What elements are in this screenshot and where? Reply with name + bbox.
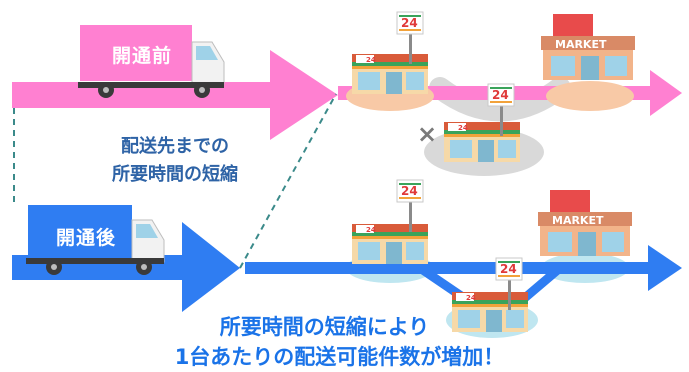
after-truck-chassis bbox=[26, 258, 164, 264]
pole-sign-text: 24 bbox=[500, 262, 517, 276]
truck-before-label: 開通前 bbox=[111, 45, 172, 67]
store-sign-text: 24 bbox=[466, 294, 476, 302]
bottom-caption-line2: 1台あたりの配送可能件数が増加！ bbox=[174, 345, 505, 369]
market-sign-text: MARKET bbox=[552, 214, 604, 227]
pole-sign-text: 24 bbox=[401, 16, 418, 30]
before-truck-cargo bbox=[80, 25, 192, 81]
before-market-area bbox=[546, 81, 634, 111]
before-arrow-main bbox=[12, 50, 338, 140]
after-truck-cargo bbox=[28, 205, 132, 257]
middle-caption-line1: 配送先までの bbox=[121, 136, 229, 157]
before-route-arrowhead bbox=[650, 70, 682, 116]
pole-sign-text: 24 bbox=[401, 184, 418, 198]
store-sign-text: 24 bbox=[458, 124, 468, 132]
detour-convenience-store bbox=[444, 122, 520, 162]
store-sign-text: 24 bbox=[366, 56, 376, 64]
after-truck-window bbox=[136, 224, 158, 238]
market-sign-text: MARKET bbox=[555, 38, 607, 51]
after-route-arrowhead bbox=[648, 245, 682, 291]
blocked-route-x-icon: × bbox=[417, 120, 437, 148]
after-convenience-store-1 bbox=[352, 224, 428, 264]
after-arrow-main bbox=[12, 222, 240, 312]
after-route-line bbox=[245, 262, 650, 274]
bottom-caption-line1: 所要時間の短縮により bbox=[219, 315, 430, 339]
before-truck-window bbox=[196, 46, 218, 60]
time-compare-dashed-diagonal bbox=[239, 93, 337, 269]
truck-after-label: 開通後 bbox=[55, 227, 116, 249]
pole-sign-text: 24 bbox=[492, 88, 509, 102]
store-sign-text: 24 bbox=[366, 226, 376, 234]
before-truck-chassis bbox=[78, 82, 224, 88]
before-convenience-store bbox=[352, 54, 428, 94]
middle-caption-line2: 所要時間の短縮 bbox=[112, 164, 238, 185]
